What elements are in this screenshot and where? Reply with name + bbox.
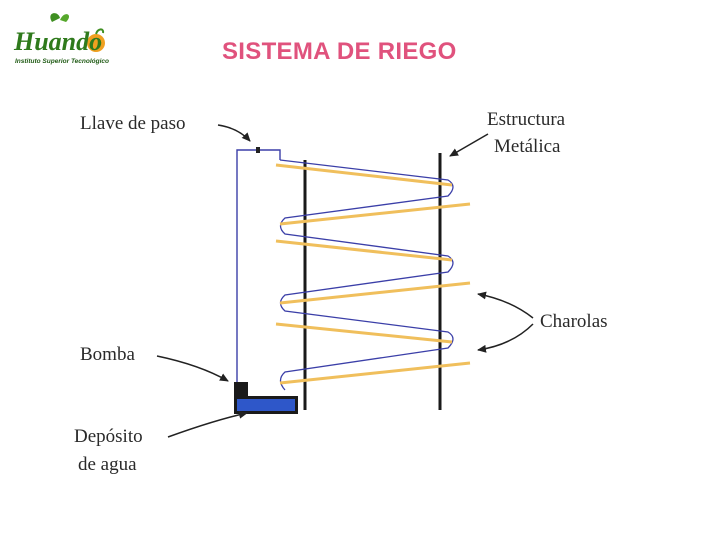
logo-subtitle: Instituto Superior Tecnológico <box>14 58 109 65</box>
arrow-charolas-lower <box>477 323 534 353</box>
leaf-icon <box>50 13 60 22</box>
label-bomba: Bomba <box>80 344 135 365</box>
tray <box>279 202 471 226</box>
pump <box>234 382 248 396</box>
tray <box>279 281 471 305</box>
arrow-estructura <box>449 133 489 157</box>
arrow-llave <box>217 124 251 142</box>
arrow-bomba <box>156 355 229 382</box>
tray <box>275 322 453 344</box>
trays <box>275 163 471 385</box>
label-llave-de-paso: Llave de paso <box>80 113 186 134</box>
logo-word: Huando <box>13 27 102 56</box>
page-title: SISTEMA DE RIEGO <box>222 38 457 65</box>
label-metalica: Metálica <box>494 136 561 157</box>
label-estructura: Estructura <box>487 109 566 130</box>
tray <box>279 361 471 385</box>
valve-icon <box>256 147 260 153</box>
arrow-deposito <box>167 410 248 438</box>
water-tank <box>237 399 295 411</box>
label-charolas: Charolas <box>540 311 608 332</box>
logo-graphic: Huando <box>13 13 105 56</box>
label-deposito: Depósito <box>74 426 143 447</box>
drain-pipe <box>279 159 454 391</box>
label-de-agua: de agua <box>78 454 137 475</box>
leaf-icon <box>60 14 70 22</box>
tray <box>275 163 453 187</box>
feed-pipe <box>236 147 281 388</box>
logo: Huando Instituto Superior Tecnológico <box>6 8 118 70</box>
arrow-charolas-upper <box>477 291 534 319</box>
tray <box>275 239 453 262</box>
orange-fruit-icon <box>87 34 105 52</box>
